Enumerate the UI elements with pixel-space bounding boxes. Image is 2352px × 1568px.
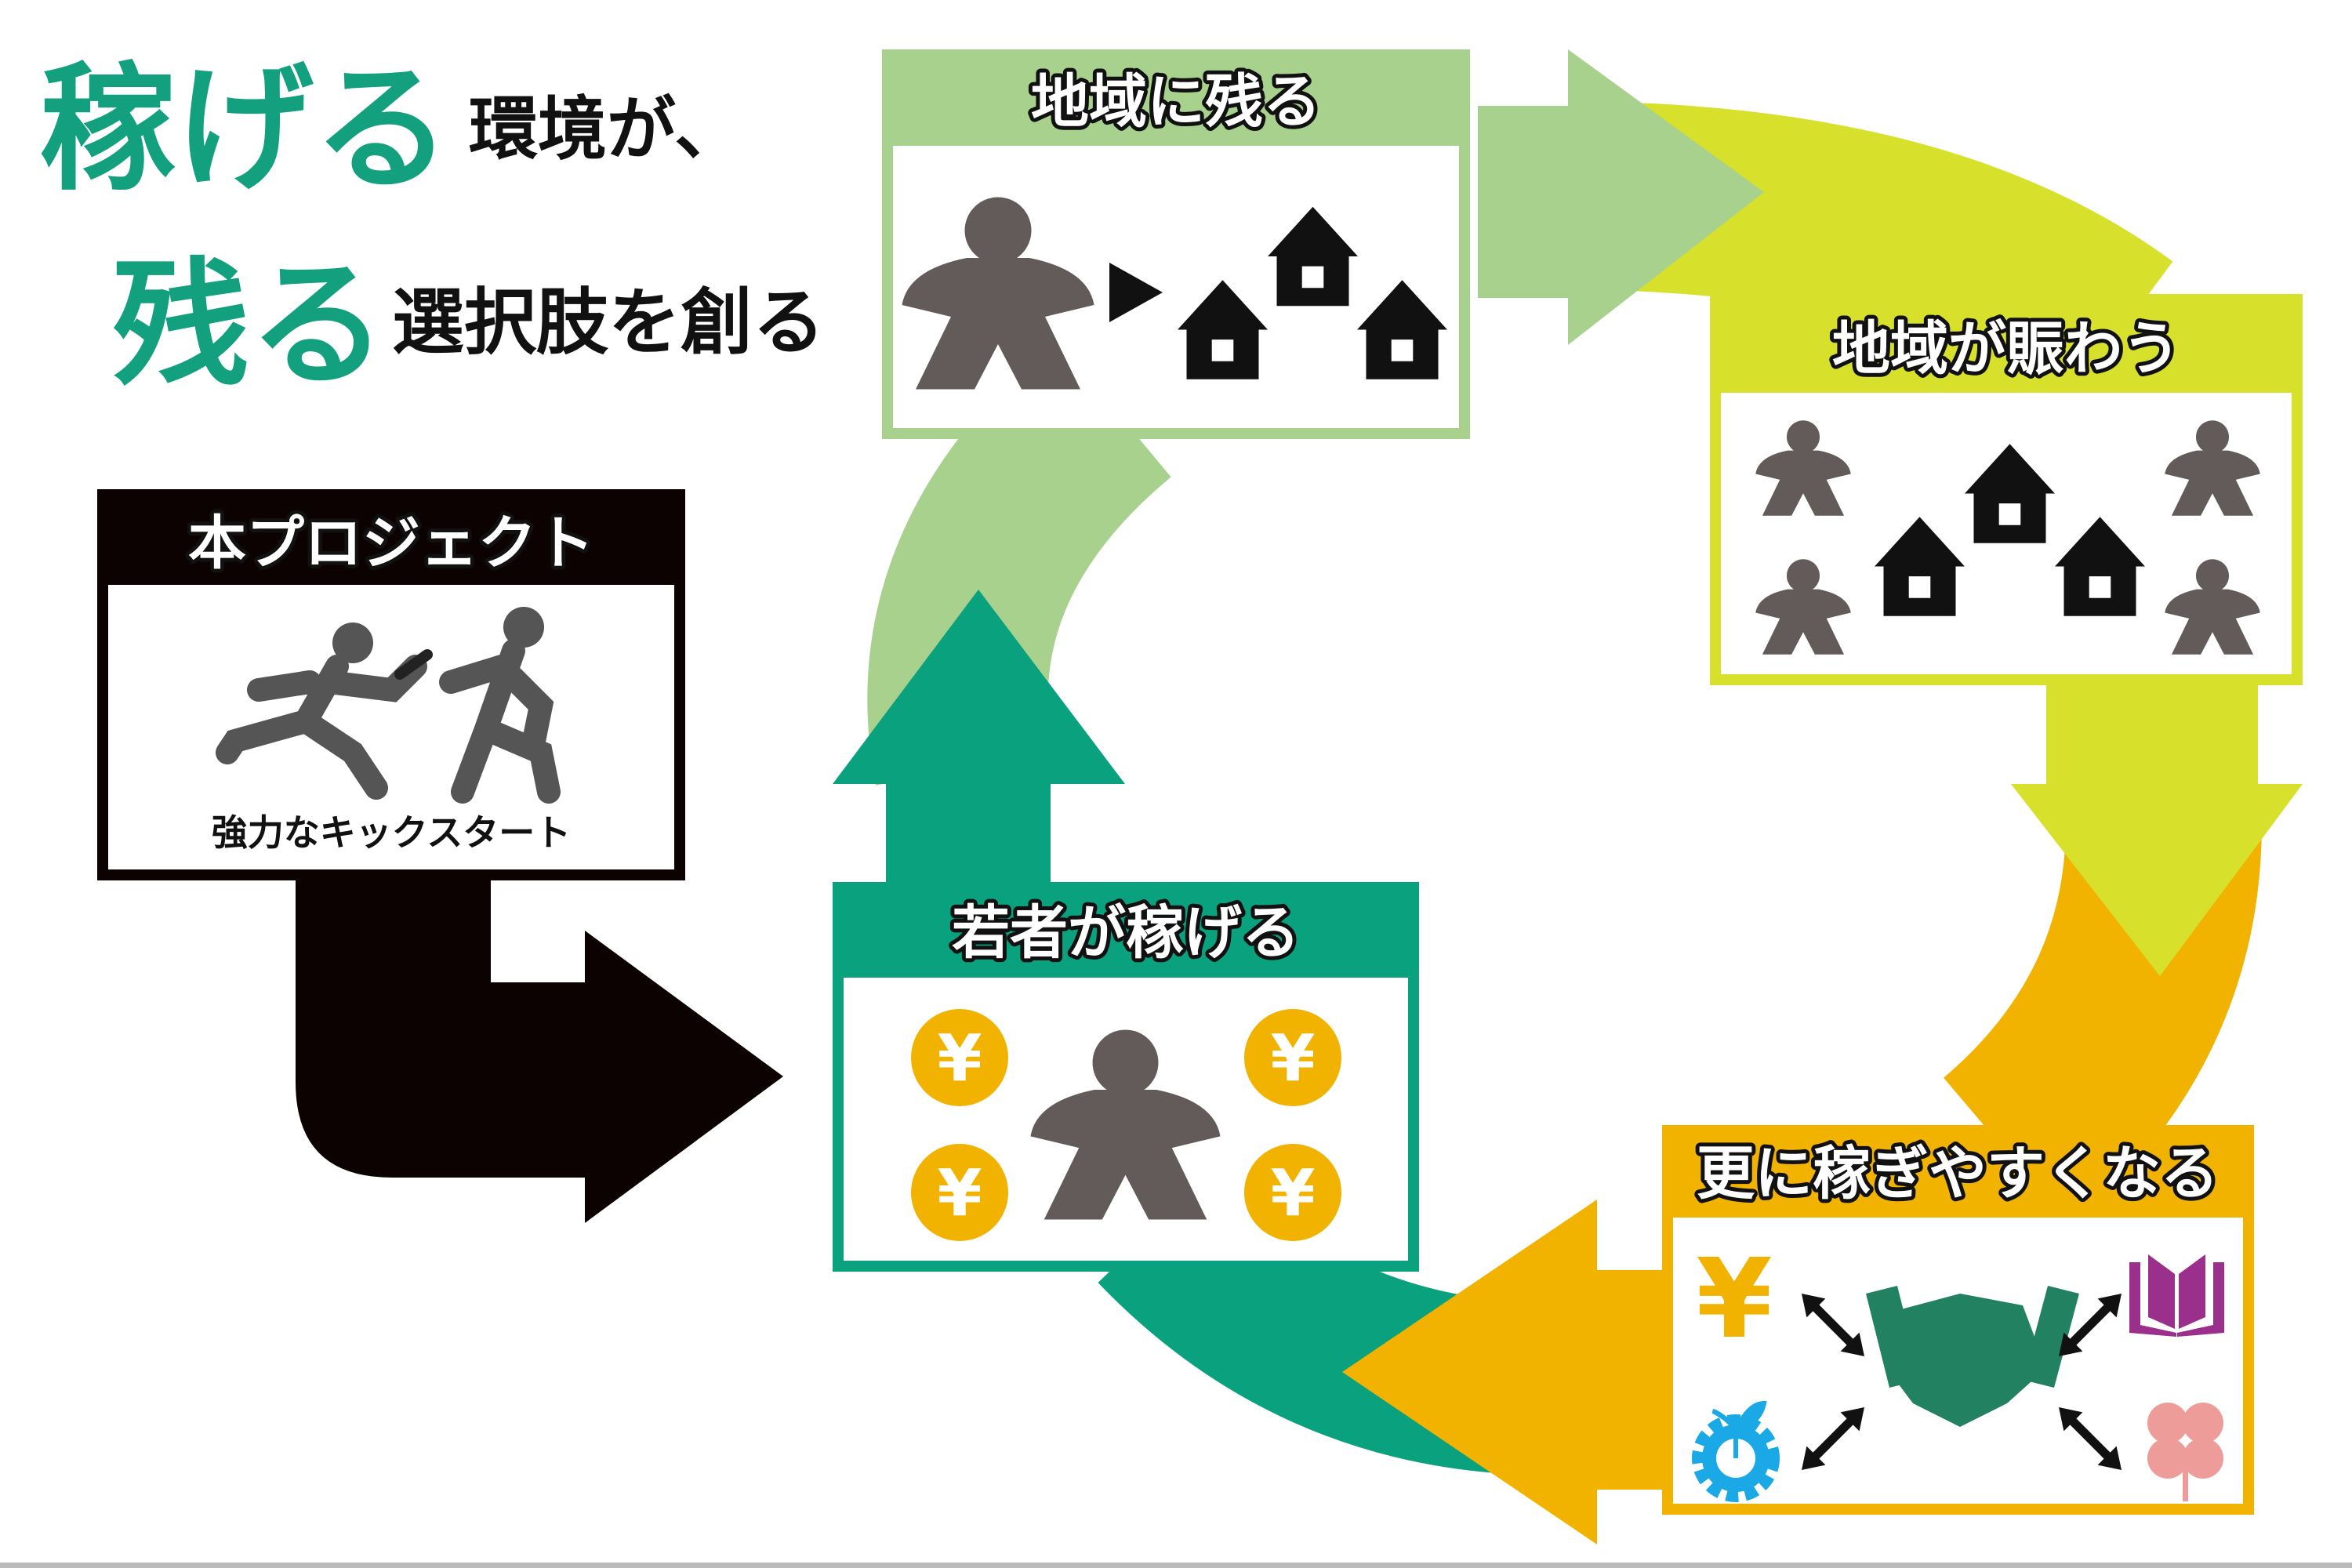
box-earn-title: 若者が稼げる xyxy=(952,899,1300,967)
book-icon xyxy=(2129,1254,2224,1337)
box-thrive: 地域が賑わう xyxy=(1710,294,2303,685)
kickstart-arrow xyxy=(296,870,783,1223)
box-earn: 若者が稼げる ¥ ¥ ¥ ¥ xyxy=(833,882,1419,1272)
headline-environment: 環境が、 xyxy=(469,89,743,169)
yen-coin-icon: ¥ xyxy=(1244,1009,1341,1106)
yen-icon: ¥ xyxy=(1696,1236,1772,1363)
svg-text:¥: ¥ xyxy=(937,1156,982,1231)
headline-choices: 選択肢を創る xyxy=(392,281,825,365)
box-project-caption: 強力なキックスタート xyxy=(212,811,572,854)
yen-coin-icon: ¥ xyxy=(1244,1144,1341,1241)
arrow-to-earn xyxy=(1342,1200,1670,1544)
box-remain: 地域に残る xyxy=(882,49,1470,439)
svg-text:¥: ¥ xyxy=(1270,1022,1315,1096)
svg-text:¥: ¥ xyxy=(1270,1156,1315,1231)
yen-coin-icon: ¥ xyxy=(911,1144,1008,1241)
box-easier: 更に稼ぎやすくなる ¥ xyxy=(1662,1125,2254,1515)
play-arrow-icon xyxy=(1109,263,1163,322)
box-easier-title: 更に稼ぎやすくなる xyxy=(1697,1140,2219,1207)
handshake-icon xyxy=(1866,1286,2079,1427)
yen-coin-icon: ¥ xyxy=(911,1009,1008,1106)
box-project: 本プロジェクト 強力なキックスタート xyxy=(97,489,685,880)
clover-icon xyxy=(2147,1403,2223,1501)
headline-earn: 稼げる xyxy=(39,50,451,209)
arrow-to-thrive xyxy=(1478,49,1764,345)
arrow-to-easier xyxy=(2011,674,2303,976)
svg-text:¥: ¥ xyxy=(937,1022,982,1096)
box-thrive-title: 地域が賑わう xyxy=(1832,315,2180,383)
box-project-title: 本プロジェクト xyxy=(188,510,594,577)
arrow-to-remain xyxy=(833,590,1125,894)
box-remain-title: 地域に残る xyxy=(1031,68,1321,136)
bottom-divider xyxy=(0,1563,2352,1568)
relay-runners-icon xyxy=(216,607,561,804)
gear-sprout-icon xyxy=(1692,1400,1780,1502)
headline-remain: 残る xyxy=(112,246,387,405)
